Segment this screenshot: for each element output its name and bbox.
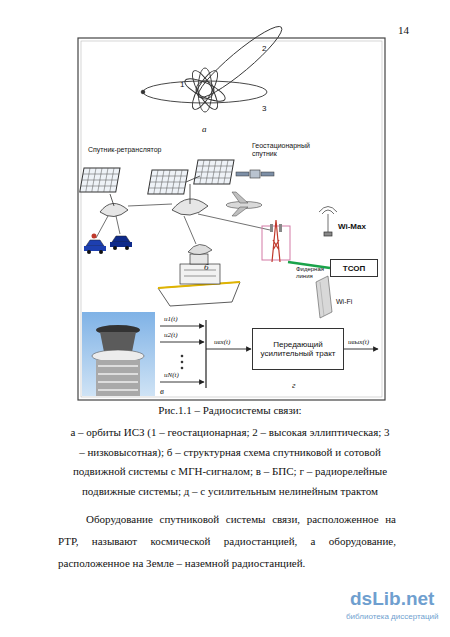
panel-letter: б bbox=[204, 262, 209, 272]
radio-links bbox=[96, 204, 270, 244]
figure-frame bbox=[78, 38, 385, 400]
part-label: Спутник-ретранслятор bbox=[88, 146, 161, 154]
panel-letter: г bbox=[292, 380, 296, 390]
geo-orbit bbox=[143, 81, 267, 103]
network-box: ТСОП bbox=[330, 259, 378, 277]
inner-frame bbox=[81, 41, 382, 397]
ship bbox=[158, 244, 240, 306]
base-station bbox=[262, 220, 330, 268]
body-paragraph: Оборудование спутниковой системы связи, … bbox=[58, 508, 396, 574]
signal-name: uвх(t) bbox=[214, 338, 230, 346]
signal-paths bbox=[160, 320, 378, 388]
cars bbox=[84, 234, 132, 255]
low-orbit bbox=[188, 67, 222, 112]
low-orbit bbox=[182, 74, 228, 105]
orbits bbox=[141, 20, 288, 113]
box-text: ТСОП bbox=[340, 263, 368, 274]
relay-satellite-left bbox=[80, 168, 128, 217]
amplifier-box: Передающий усилительный тракт bbox=[252, 328, 344, 370]
orbit-number: 1 bbox=[180, 80, 184, 89]
caption-text: а – орбиты ИСЗ (1 – геостационарная; 2 –… bbox=[70, 423, 390, 501]
part-label: Wi-Max bbox=[338, 222, 366, 231]
wimax-antenna bbox=[319, 207, 337, 237]
box-text: Передающий усилительный тракт bbox=[253, 339, 343, 359]
antenna-photo bbox=[82, 312, 155, 396]
watermark: dsLib.net bbox=[350, 588, 434, 610]
orbit-number: 2 bbox=[262, 44, 266, 53]
page-number: 14 bbox=[398, 24, 409, 37]
signal-name: uN(t) bbox=[164, 371, 179, 379]
signal-name: u1(t) bbox=[164, 315, 178, 323]
part-label: Фидерная линия bbox=[296, 266, 330, 280]
panel-letter: в bbox=[160, 386, 164, 396]
panel-letter: а bbox=[202, 124, 207, 134]
signal-name: u2(t) bbox=[164, 331, 178, 339]
wifi-antenna bbox=[316, 276, 332, 318]
part-label: Геостационарный спутник bbox=[252, 142, 322, 158]
high-elliptic-orbit bbox=[192, 20, 288, 105]
figure-caption: Рис.1.1 – Радиосистемы связи: bbox=[70, 404, 390, 417]
watermark: библиотека диссертаций bbox=[346, 612, 438, 621]
part-label: Wi-Fi bbox=[336, 298, 352, 306]
airplane bbox=[226, 192, 262, 216]
relay-satellite-center bbox=[148, 160, 234, 215]
geostationary-satellite bbox=[236, 170, 274, 178]
signal-name: uвых(t) bbox=[348, 338, 369, 346]
orbit-number: 3 bbox=[262, 104, 266, 113]
low-orbit bbox=[188, 67, 222, 112]
satellite-dot bbox=[141, 90, 145, 94]
